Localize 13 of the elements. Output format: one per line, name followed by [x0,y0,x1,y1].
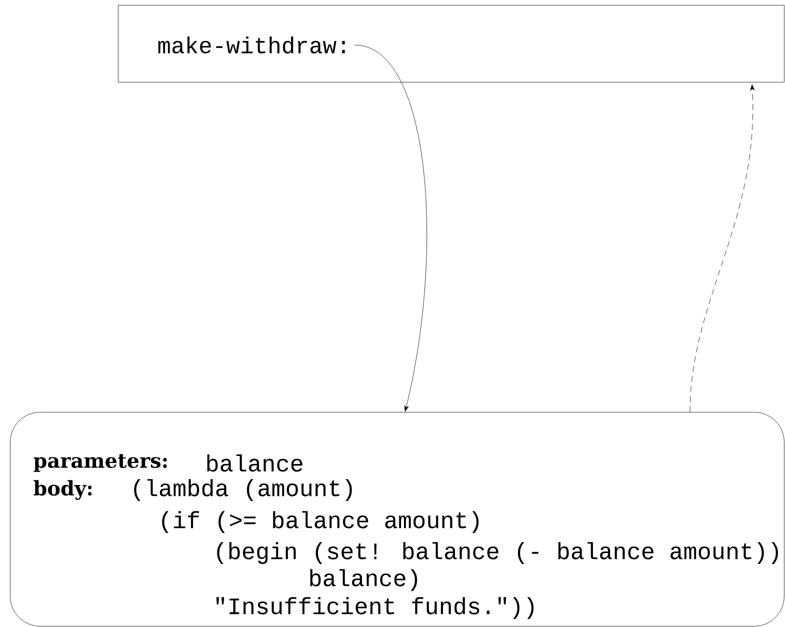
field-label: parameters: [34,454,167,472]
field-label: body: [34,480,92,500]
code-line: (if (>= balance amount) [162,511,479,533]
variable-name: make-withdraw: [158,36,345,54]
code-line: balance) [310,569,418,591]
code-line: balance [207,454,302,472]
code-line: "Insufficient funds.")) [216,597,534,619]
frame-box [118,5,784,82]
arrow [354,44,427,412]
code-line: (begin (set! balance (- balance amount)) [217,542,778,564]
arrow [690,84,755,412]
procedure-box [10,412,784,626]
code-line: (lambda (amount) [134,479,352,501]
